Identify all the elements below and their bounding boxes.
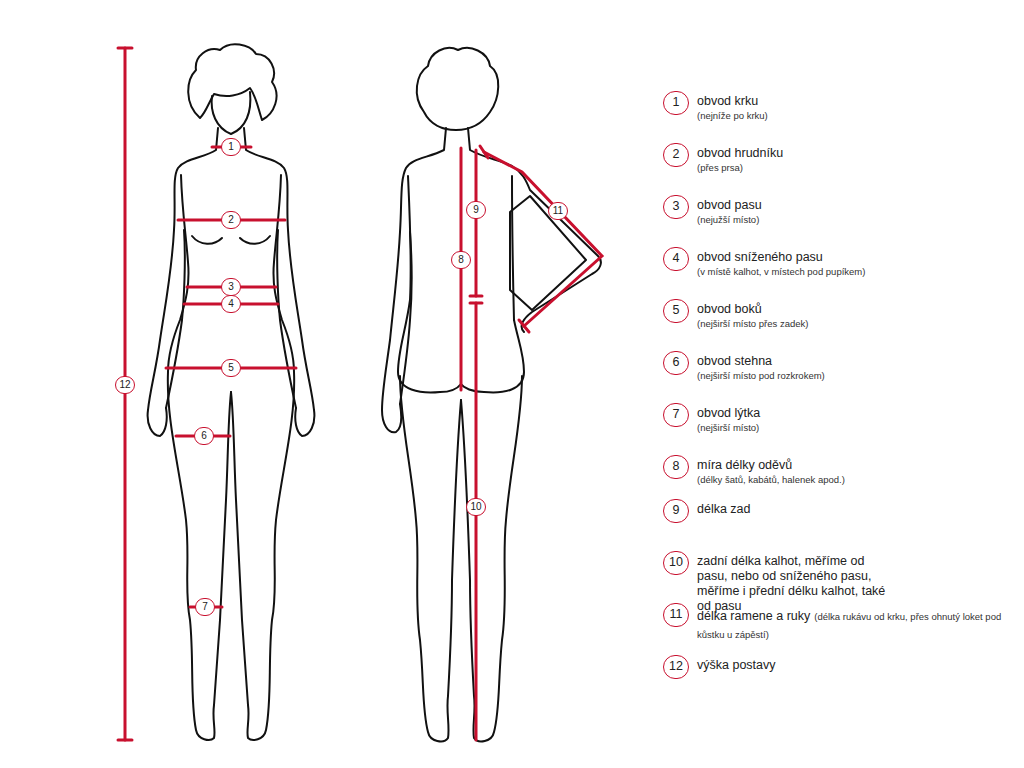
legend-text: výška postavy bbox=[697, 658, 1017, 673]
callout-number: 12 bbox=[115, 376, 135, 394]
callout-number: 11 bbox=[663, 603, 689, 627]
measure-name: obvod boků bbox=[697, 302, 1017, 317]
callout-number: 3 bbox=[663, 195, 689, 219]
callout-trouser: 10 bbox=[466, 498, 486, 516]
callout-number: 4 bbox=[221, 295, 241, 313]
arm-length-line bbox=[484, 152, 602, 326]
callout-calf: 7 bbox=[195, 598, 215, 616]
measure-lines bbox=[118, 48, 602, 740]
callout-number: 8 bbox=[451, 251, 471, 269]
callout-number: 10 bbox=[663, 551, 689, 575]
measure-name: délka ramene a ruky bbox=[697, 609, 810, 623]
callout-chest: 2 bbox=[221, 211, 241, 229]
height-tick bbox=[118, 739, 132, 742]
callout-number: 12 bbox=[663, 655, 689, 679]
trouser-length-line bbox=[475, 303, 478, 740]
measure-name: obvod sníženého pasu bbox=[697, 250, 1017, 265]
legend-text: zadní délka kalhot, měříme od pasu, nebo… bbox=[697, 554, 887, 614]
callout-thigh: 6 bbox=[194, 427, 214, 445]
garment-length-line bbox=[460, 148, 463, 390]
callout-number: 4 bbox=[663, 247, 689, 271]
arm-tick bbox=[519, 320, 529, 332]
height-line bbox=[124, 48, 127, 740]
legend-text: obvod sníženého pasu(v místě kalhot, v m… bbox=[697, 250, 1017, 278]
measure-name: obvod lýtka bbox=[697, 406, 1017, 421]
callout-number: 8 bbox=[663, 455, 689, 479]
callout-arm: 11 bbox=[548, 202, 568, 220]
measure-name: obvod hrudníku bbox=[697, 146, 1017, 161]
arm-tick bbox=[480, 146, 488, 158]
measure-note: (v místě kalhot, v místech pod pupíkem) bbox=[697, 265, 1017, 278]
measure-name: zadní délka kalhot, měříme od pasu, nebo… bbox=[697, 554, 887, 614]
figure-outlines bbox=[148, 44, 601, 741]
callout-number: 7 bbox=[663, 403, 689, 427]
legend-text: délka zad bbox=[697, 502, 1017, 517]
measure-note: (nejširší místo pod rozkrokem) bbox=[697, 369, 1017, 382]
legend-text: obvod lýtka(nejširší místo) bbox=[697, 406, 1017, 434]
measure-name: výška postavy bbox=[697, 658, 1017, 673]
callout-height: 12 bbox=[115, 376, 135, 394]
waist-tick bbox=[470, 295, 482, 298]
height-tick bbox=[118, 47, 132, 50]
callout-number: 6 bbox=[194, 427, 214, 445]
legend-text: obvod pasu(nejužší místo) bbox=[697, 198, 1017, 226]
legend-text: délka ramene a ruky(délka rukávu od krku… bbox=[697, 606, 1007, 642]
legend-text: obvod boků(nejširší místo přes zadek) bbox=[697, 302, 1017, 330]
measure-name: obvod pasu bbox=[697, 198, 1017, 213]
callout-number: 5 bbox=[221, 359, 241, 377]
legend-text: obvod hrudníku(přes prsa) bbox=[697, 146, 1017, 174]
callout-garment: 8 bbox=[451, 251, 471, 269]
callout-waist: 3 bbox=[221, 278, 241, 296]
callout-number: 11 bbox=[548, 202, 568, 220]
measure-note: (nejširší místo) bbox=[697, 421, 1017, 434]
callout-number: 1 bbox=[663, 91, 689, 115]
callout-number: 2 bbox=[663, 143, 689, 167]
back-hair bbox=[417, 48, 499, 130]
callout-number: 6 bbox=[663, 351, 689, 375]
callout-number: 2 bbox=[221, 211, 241, 229]
callout-number: 9 bbox=[663, 499, 689, 523]
callout-hip: 5 bbox=[221, 359, 241, 377]
callout-number: 1 bbox=[221, 138, 241, 156]
callout-number: 10 bbox=[466, 498, 486, 516]
callout-low-waist: 4 bbox=[221, 295, 241, 313]
legend-text: míra délky oděvů(délky šatů, kabátů, hal… bbox=[697, 458, 1017, 486]
back-length-line bbox=[475, 150, 478, 296]
callout-neck: 1 bbox=[221, 138, 241, 156]
measure-note: (délky šatů, kabátů, halenek apod.) bbox=[697, 473, 1017, 486]
callout-number: 9 bbox=[466, 201, 486, 219]
legend-text: obvod krku(nejníže po krku) bbox=[697, 94, 1017, 122]
callout-back: 9 bbox=[466, 201, 486, 219]
measure-note: (nejužší místo) bbox=[697, 213, 1017, 226]
callout-number: 7 bbox=[195, 598, 215, 616]
measure-name: obvod krku bbox=[697, 94, 1017, 109]
measure-name: míra délky oděvů bbox=[697, 458, 1017, 473]
measure-note: (nejníže po krku) bbox=[697, 109, 1017, 122]
front-hair bbox=[188, 44, 276, 120]
legend-text: obvod stehna(nejširší místo pod rozkroke… bbox=[697, 354, 1017, 382]
measure-name: obvod stehna bbox=[697, 354, 1017, 369]
measure-name: délka zad bbox=[697, 502, 1017, 517]
callout-number: 5 bbox=[663, 299, 689, 323]
measure-note: (přes prsa) bbox=[697, 161, 1017, 174]
measure-note: (nejširší místo přes zadek) bbox=[697, 317, 1017, 330]
callout-number: 3 bbox=[221, 278, 241, 296]
